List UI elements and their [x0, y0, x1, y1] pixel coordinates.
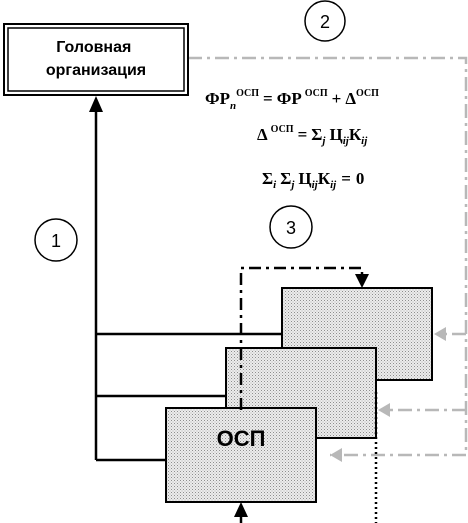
up-arrow-to-head-org: [89, 96, 103, 112]
bottom-input-arrowhead: [234, 502, 248, 517]
osp-label: ОСП: [217, 426, 266, 451]
head-org-box-inner: [7, 27, 185, 92]
marker-1-text: 1: [51, 231, 61, 251]
head-org-line-2: организация: [46, 62, 146, 79]
gray-arrowhead-box3: [434, 327, 446, 341]
marker-3-text: 3: [286, 218, 296, 238]
osp-box: [165, 407, 317, 503]
head-org-label: Головная организация: [46, 39, 146, 79]
marker-circle-2: [304, 0, 346, 42]
gray-arrowhead-osp: [330, 448, 342, 462]
marker-circle-3: [269, 205, 313, 249]
marker-2-text: 2: [320, 12, 330, 32]
head-org-line-1: Головная: [56, 39, 131, 56]
marker-circle-1: [34, 218, 78, 262]
feedback-loop-1: [94, 108, 282, 462]
loop-3-arrowhead: [355, 274, 369, 288]
gray-arrowhead-box2: [378, 403, 390, 417]
